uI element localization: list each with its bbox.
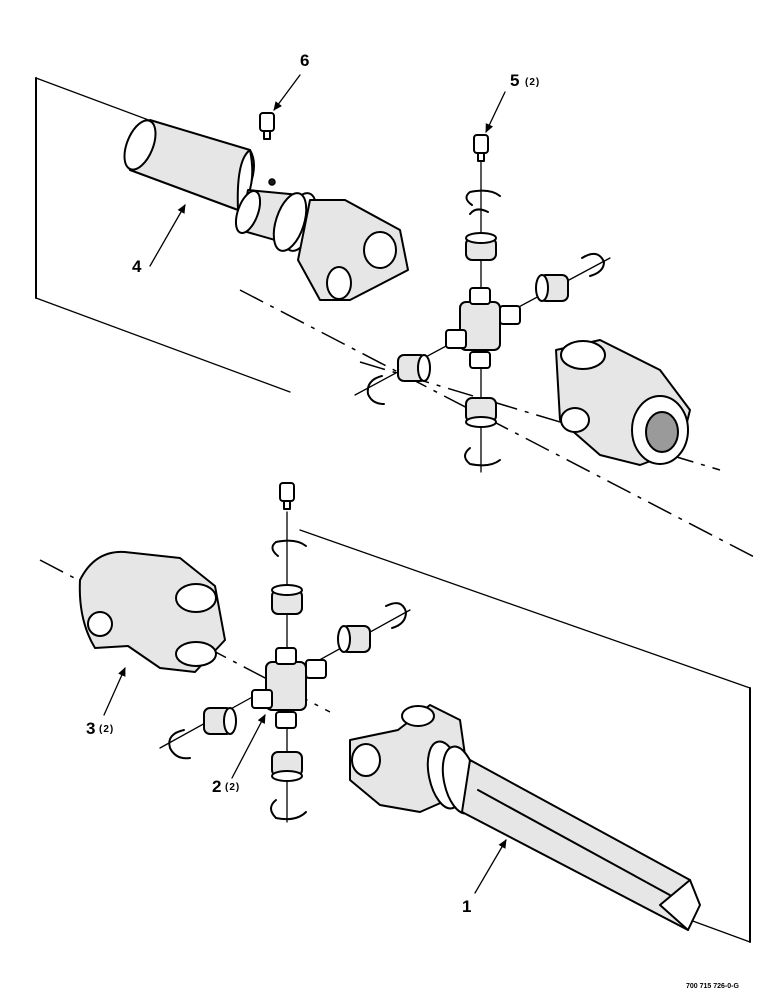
callout-2: 2 (2)	[212, 777, 240, 796]
callout-6: 6	[300, 51, 309, 70]
lower-cross-assembly	[159, 511, 411, 823]
callout-5: 5 (2)	[510, 71, 540, 90]
callout-3: 3 (2)	[86, 719, 114, 738]
callout-2-label: 2	[212, 777, 221, 796]
lower-left-yoke	[78, 550, 226, 673]
right-yoke	[555, 339, 691, 466]
grease-fitting-upper-right	[473, 134, 489, 162]
shield-tube	[123, 119, 255, 211]
upper-cross-assembly	[354, 161, 611, 473]
frame-lines	[35, 77, 751, 943]
callout-6-label: 6	[300, 51, 309, 70]
leader-arrows	[103, 74, 507, 894]
callout-4-label: 4	[132, 257, 142, 276]
callout-1: 1	[462, 897, 471, 916]
drawing-number: 700 715 726-0-G	[686, 983, 739, 990]
callout-3-qty: (2)	[99, 724, 114, 735]
callout-5-qty: (2)	[525, 77, 540, 88]
callout-5-label: 5	[510, 71, 519, 90]
callout-3-label: 3	[86, 719, 95, 738]
upper-yoke	[234, 178, 409, 301]
grease-fitting-lower	[279, 482, 295, 510]
callout-4: 4	[132, 257, 142, 276]
lower-yoke-shaft	[349, 704, 701, 931]
callout-1-label: 1	[462, 897, 471, 916]
grease-fitting-upper-left	[259, 112, 275, 140]
callout-2-qty: (2)	[225, 782, 240, 793]
